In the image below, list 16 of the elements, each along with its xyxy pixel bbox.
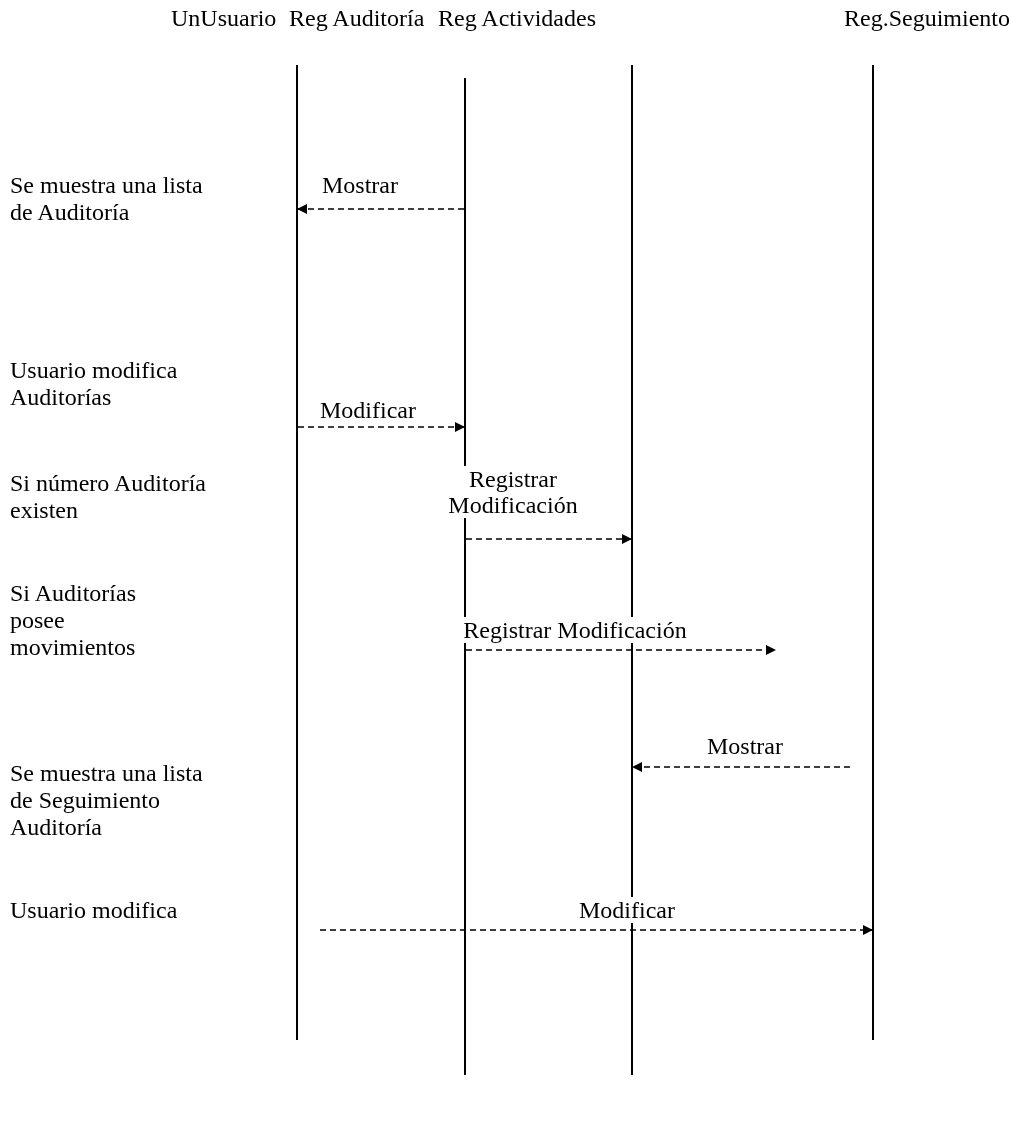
condition-note: Usuario modifica (10, 897, 179, 924)
message-arrow (465, 534, 632, 544)
condition-note: Se muestra una lista de Seguimiento Auditoría (10, 760, 204, 841)
message-arrow (319, 925, 873, 935)
message-arrow (632, 762, 851, 772)
message-arrow (297, 204, 465, 214)
lifeline-label: Reg Auditoría (289, 4, 425, 32)
lifeline-label: Reg Actividades (438, 4, 596, 32)
condition-note: Usuario modifica Auditorías (10, 357, 179, 411)
lifeline-label: UnUsuario (171, 4, 277, 32)
condition-note: Si número Auditoría existen (10, 470, 207, 524)
message-arrow (297, 422, 465, 432)
condition-note: Si Auditorías posee movimientos (10, 580, 137, 661)
message-arrow (465, 645, 776, 655)
lifeline-label: Reg.Seguimiento (844, 4, 1010, 32)
condition-note: Se muestra una lista de Auditoría (10, 172, 204, 226)
